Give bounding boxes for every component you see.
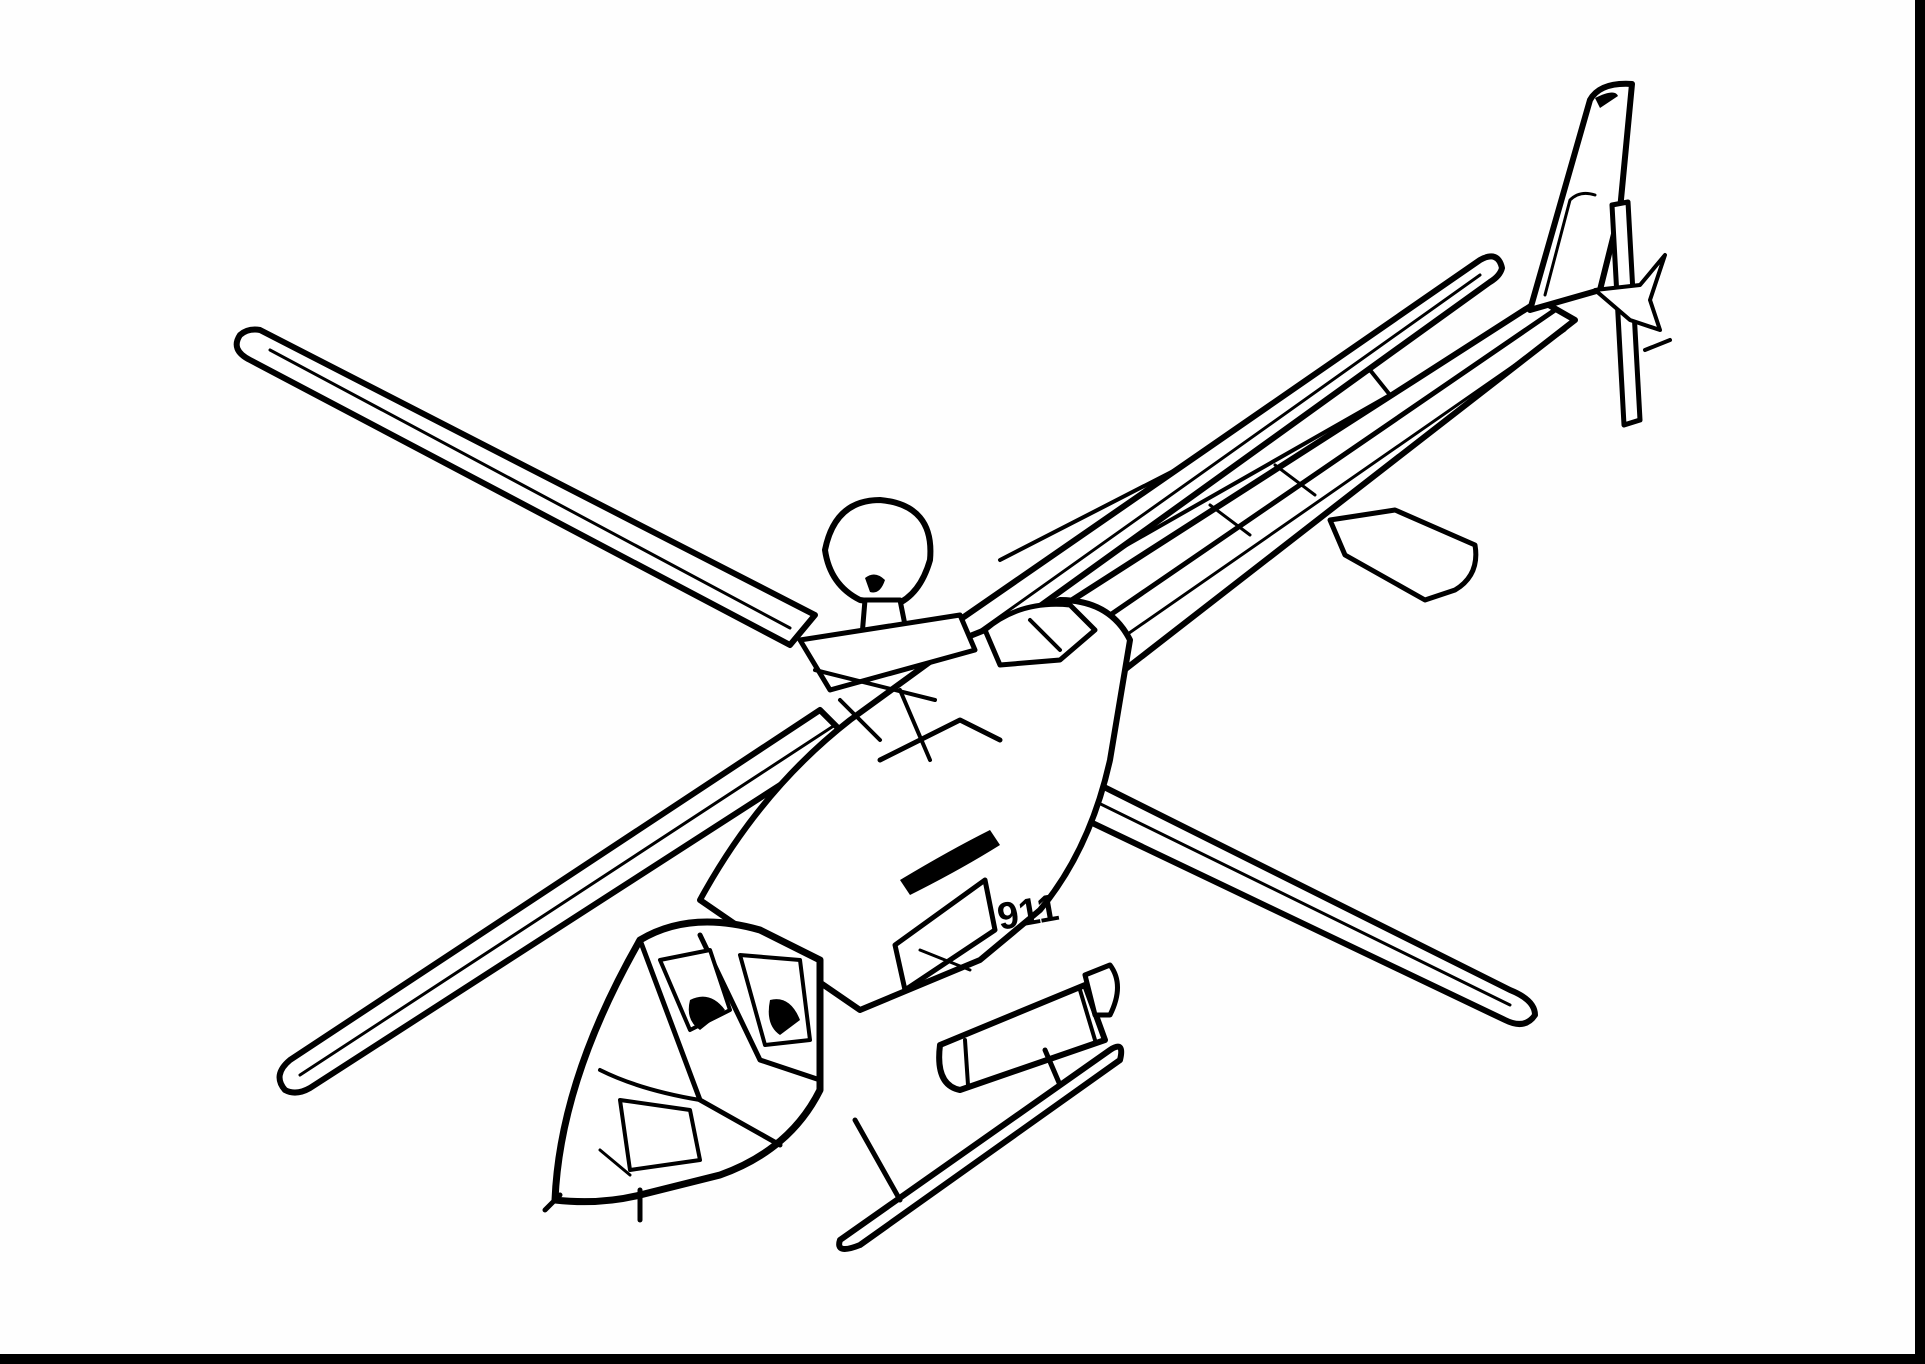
tail-rotor bbox=[1593, 199, 1672, 428]
cockpit bbox=[542, 918, 824, 1223]
frame-border-bottom bbox=[0, 1354, 1925, 1364]
fuselage bbox=[697, 597, 1133, 1013]
fuselage-marking: 911 bbox=[994, 887, 1062, 939]
frame-border-right bbox=[1915, 0, 1925, 1364]
rotor-blade-upper-right bbox=[942, 253, 1505, 663]
rotor-hub bbox=[797, 497, 978, 762]
horizontal-stabilizer bbox=[1327, 507, 1479, 603]
rotor-blade-lower-left bbox=[276, 707, 853, 1096]
side-window bbox=[892, 877, 998, 993]
landing-skids bbox=[836, 1043, 1125, 1252]
vertical-fin bbox=[1527, 80, 1635, 313]
rotor-blade-upper-left bbox=[233, 326, 818, 648]
side-pod bbox=[936, 962, 1120, 1093]
